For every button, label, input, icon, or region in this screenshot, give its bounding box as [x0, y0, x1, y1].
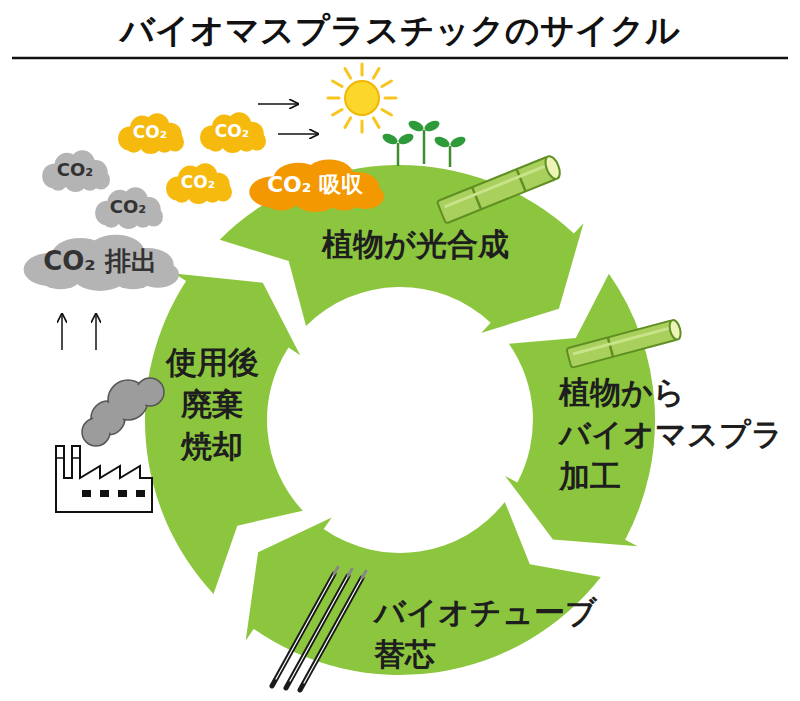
sugarcane-part	[573, 328, 670, 354]
pen-refills-part	[272, 574, 334, 686]
co2-cloud: CO₂	[117, 112, 184, 154]
sun-ray	[361, 121, 364, 132]
sugarcane-part	[566, 320, 677, 368]
sugarcane-part	[517, 169, 526, 191]
co2-cloud: CO₂ 排出	[21, 233, 179, 291]
sun-ray	[333, 81, 343, 87]
factory-part	[84, 380, 162, 444]
step-label: 植物が光合成	[322, 224, 509, 266]
small-arrows-part	[278, 133, 318, 135]
small-arrows-part	[258, 103, 298, 105]
sugarcane-part	[472, 187, 481, 209]
sun-ray	[374, 118, 380, 128]
sprouts-part-part	[397, 143, 400, 166]
sprouts-part	[381, 119, 467, 150]
sugarcane-part	[543, 154, 563, 181]
cycle-arrow-segment	[145, 274, 303, 594]
pen-refills-part	[300, 578, 362, 690]
sprouts-part-part	[449, 146, 452, 167]
sprouts-part-part	[423, 130, 426, 164]
pen-refills-part	[290, 576, 348, 681]
sprouts-part-part	[397, 132, 415, 147]
sugarcane-part	[668, 319, 683, 341]
cloud-label: CO₂	[133, 123, 168, 143]
pen-refills	[272, 567, 366, 690]
sugarcane	[566, 319, 682, 368]
pen-refills-part	[348, 569, 352, 576]
factory-part	[56, 446, 152, 512]
title-underline	[12, 57, 788, 60]
co2-cloud: CO₂ 吸収	[247, 158, 384, 212]
sun-ray	[374, 69, 380, 79]
cycle-step: バイオチューブ 替芯	[372, 592, 599, 676]
sun-ray	[328, 97, 339, 100]
sprouts	[381, 119, 467, 167]
step-label: 植物から バイオマスプラ 加工	[559, 372, 783, 498]
co2-cloud: CO₂	[199, 111, 266, 153]
cloud-label: CO₂	[181, 173, 216, 193]
factory-part	[56, 457, 64, 459]
pen-refills-part	[304, 578, 362, 683]
sprouts-part-part	[433, 135, 451, 150]
cloud-label: CO₂	[215, 122, 250, 142]
sun-ray	[345, 118, 351, 128]
sun-ray	[361, 64, 364, 75]
factory-part	[100, 490, 109, 497]
cloud-label: CO₂ 吸収	[267, 172, 364, 197]
sun-icon-part	[345, 81, 379, 115]
sun-icon	[328, 64, 396, 132]
sun-ray	[382, 110, 392, 116]
sugarcane-part	[608, 337, 613, 356]
co2-cloud: CO₂	[165, 162, 232, 204]
factory-part-part	[84, 420, 108, 444]
sun-ray	[385, 97, 396, 100]
small-arrows	[62, 104, 318, 350]
factory-part	[72, 457, 80, 459]
sprouts-part-part	[407, 119, 425, 134]
cycle-step: 使用後 廃棄 焼却	[164, 342, 261, 468]
factory-part	[136, 490, 145, 497]
factory-part	[82, 490, 91, 497]
co2-cloud: CO₂	[41, 149, 110, 192]
factory-part	[82, 378, 164, 446]
sun-icon-part	[328, 64, 396, 132]
factory	[56, 378, 164, 512]
step-label: バイオチューブ 替芯	[374, 592, 597, 676]
sun-ray	[333, 110, 343, 116]
sun-ray	[382, 81, 392, 87]
pen-refills-part	[334, 567, 338, 574]
cloud-label: CO₂ 排出	[43, 247, 157, 277]
factory-part-part	[138, 380, 162, 404]
step-label: 使用後 廃棄 焼却	[166, 342, 259, 468]
sugarcane-part	[437, 156, 557, 223]
pen-refills-part	[362, 571, 366, 578]
sugarcane-part	[445, 166, 547, 207]
small-arrows-part	[95, 314, 97, 350]
sugarcane	[437, 154, 563, 223]
cycle-step: 植物から バイオマスプラ 加工	[557, 372, 785, 498]
cycle-step: 植物が光合成	[320, 224, 511, 266]
sun-ray	[345, 69, 351, 79]
sprouts-part-part	[449, 135, 467, 150]
pen-refills-part	[286, 576, 348, 688]
pen-refills-part	[276, 574, 334, 679]
sprouts-part-part	[423, 119, 441, 134]
diagram-title: バイオマスプラスチックのサイクル	[0, 8, 800, 52]
cloud-label: CO₂	[110, 197, 147, 218]
co2-cloud: CO₂	[94, 186, 163, 229]
small-arrows-part	[61, 314, 63, 350]
factory-part	[118, 490, 127, 497]
sprouts-part-part	[381, 132, 399, 147]
cloud-label: CO₂	[57, 160, 94, 181]
cycle-arrow-segment	[246, 502, 601, 675]
